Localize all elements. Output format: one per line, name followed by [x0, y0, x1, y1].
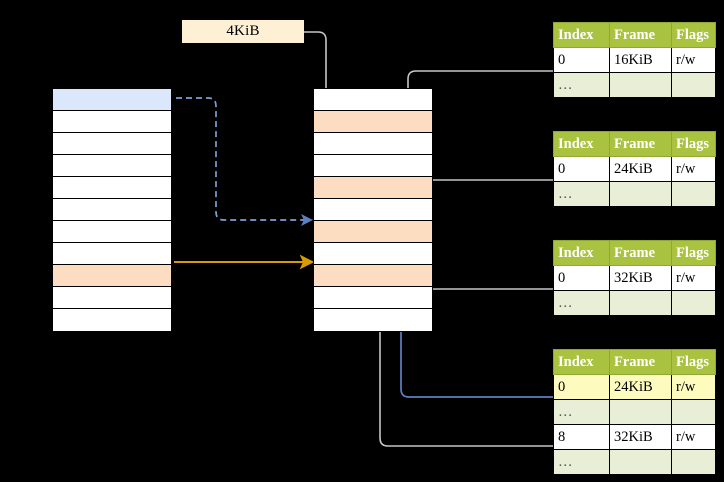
physical-block-row-5: [313, 176, 433, 200]
column-header-flags: Flags: [671, 349, 716, 375]
table-row: …: [553, 449, 716, 475]
virtual-block-row-2: [52, 110, 172, 134]
cell-flags: [671, 399, 716, 425]
size-label-text: 4KiB: [226, 23, 260, 39]
connector-table2-to-physical: [414, 179, 553, 220]
cell-flags: r/w: [671, 265, 716, 291]
cell-index: …: [553, 181, 610, 207]
virtual-block-row-5: [52, 176, 172, 200]
cell-frame: 32KiB: [609, 424, 672, 450]
cell-index: …: [553, 290, 610, 316]
column-header-frame: Frame: [609, 22, 672, 48]
table-row: …: [553, 72, 716, 98]
cell-flags: r/w: [671, 424, 716, 450]
table-row: …: [553, 290, 716, 316]
column-header-flags: Flags: [671, 22, 716, 48]
physical-memory: [313, 88, 433, 332]
cell-frame: [609, 290, 672, 316]
column-header-index: Index: [553, 22, 610, 48]
physical-block-row-10: [313, 286, 433, 310]
physical-block-row-1: [313, 88, 433, 112]
cell-flags: [671, 72, 716, 98]
physical-block-row-3: [313, 132, 433, 156]
cell-frame: 32KiB: [609, 265, 672, 291]
cell-frame: 24KiB: [609, 156, 672, 182]
cell-flags: r/w: [671, 156, 716, 182]
cell-index: 0: [553, 47, 610, 73]
cell-index: 0: [553, 374, 610, 400]
virtual-block-row-4: [52, 154, 172, 178]
column-header-index: Index: [553, 131, 610, 157]
cell-frame: [609, 399, 672, 425]
cell-flags: r/w: [671, 47, 716, 73]
physical-block-row-2: [313, 110, 433, 134]
column-header-frame: Frame: [609, 349, 672, 375]
cell-index: 8: [553, 424, 610, 450]
virtual-block-row-3: [52, 132, 172, 156]
cell-frame: 16KiB: [609, 47, 672, 73]
table-row: …: [553, 399, 716, 425]
cell-frame: 24KiB: [609, 374, 672, 400]
cell-flags: r/w: [671, 374, 716, 400]
virtual-block-row-10: [52, 286, 172, 310]
virtual-address-space: [52, 88, 172, 332]
column-header-index: Index: [553, 240, 610, 266]
cell-index: 0: [553, 265, 610, 291]
column-header-flags: Flags: [671, 131, 716, 157]
cell-index: …: [553, 72, 610, 98]
virtual-block-row-7: [52, 220, 172, 244]
physical-block-row-11: [313, 308, 433, 332]
column-header-flags: Flags: [671, 240, 716, 266]
cell-index: 0: [553, 156, 610, 182]
cell-index: …: [553, 449, 610, 475]
physical-block-row-6: [313, 198, 433, 222]
cell-flags: [671, 181, 716, 207]
physical-block-row-4: [313, 154, 433, 178]
virtual-block-row-11: [52, 308, 172, 332]
connector-virtual-to-physical-dashed: [176, 97, 313, 226]
table-row: …: [553, 181, 716, 207]
cell-frame: [609, 72, 672, 98]
virtual-block-row-8: [52, 242, 172, 266]
virtual-block-row-1: [52, 88, 172, 112]
cell-frame: [609, 181, 672, 207]
cell-frame: [609, 449, 672, 475]
physical-block-row-9: [313, 264, 433, 288]
physical-block-row-7: [313, 220, 433, 244]
virtual-block-row-9: [52, 264, 172, 288]
cell-index: …: [553, 399, 610, 425]
column-header-frame: Frame: [609, 240, 672, 266]
physical-block-row-8: [313, 242, 433, 266]
cell-flags: [671, 449, 716, 475]
cell-flags: [671, 290, 716, 316]
virtual-block-row-6: [52, 198, 172, 222]
column-header-frame: Frame: [609, 131, 672, 157]
column-header-index: Index: [553, 349, 610, 375]
size-label-chip: 4KiB: [182, 20, 304, 43]
